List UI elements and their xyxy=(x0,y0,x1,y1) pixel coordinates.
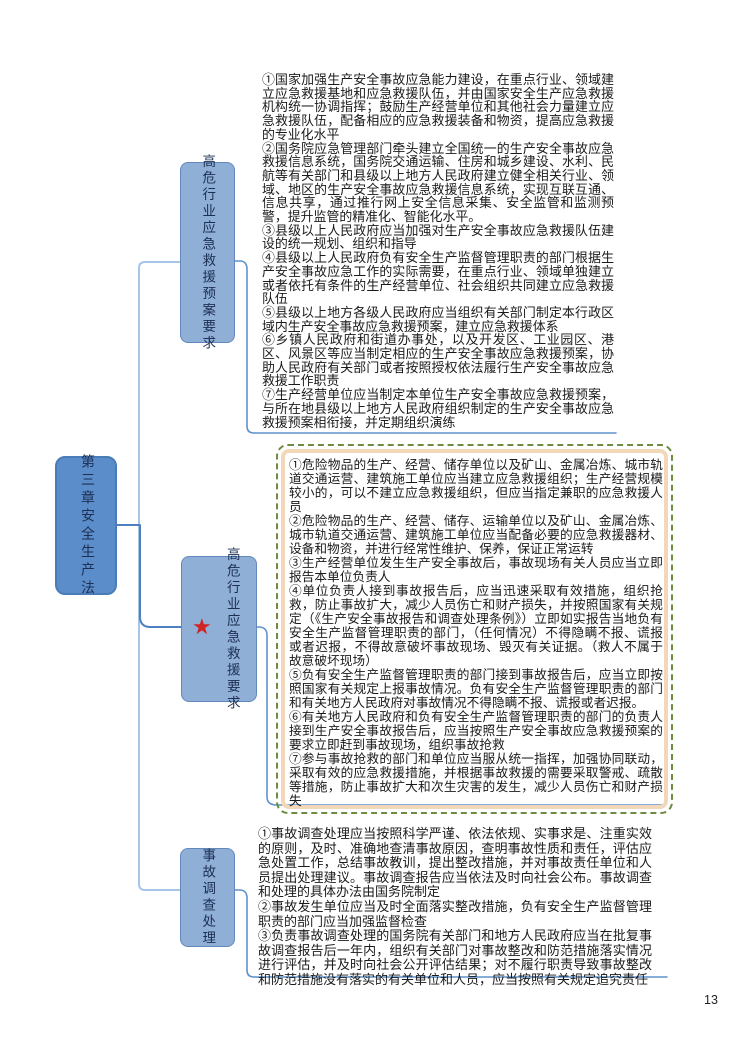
paragraph: ③县级以上人民政府应当加强对生产安全事故应急救援队伍建设的统一规划、组织和指导 xyxy=(262,223,614,252)
connector-branch2-link xyxy=(139,524,182,628)
paragraph: ②事故发生单位应当及时全面落实整改措施，负有安全生产监督管理职责的部门应当加强监… xyxy=(258,898,652,929)
paragraph: ⑤负有安全生产监督管理职责的部门接到事故报告后，应当立即按照国家有关规定上报事故… xyxy=(289,668,663,710)
paragraph: ②国务院应急管理部门牵头建立全国统一的生产安全事故应急救援信息系统，国务院交通运… xyxy=(262,141,614,225)
branch-node-emergency-rescue-plan-requirements: 高危行业应急救援预案要求 xyxy=(180,154,235,352)
branch1-label: 高危行业应急救援预案要求 xyxy=(200,153,216,352)
paragraph: ⑦生产经营单位应当制定本单位生产安全事故应急救援预案，与所在地县级以上地方人民政… xyxy=(262,388,614,430)
highlight-inner-border xyxy=(281,449,668,809)
paragraph: ①危险物品的生产、经营、储存单位以及矿山、金属冶炼、城市轨道交通运营、建筑施工单… xyxy=(289,458,663,514)
paragraph: ⑦参与事故抢救的部门和单位应当服从统一指挥，加强协同联动，采取有效的应急救援措施… xyxy=(289,752,663,808)
paragraph: ③负责事故调查处理的国务院有关部门和地方人民政府应当在批复事故调查报告后一年内，… xyxy=(258,928,652,987)
branch2-content-block: ①危险物品的生产、经营、储存单位以及矿山、金属冶炼、城市轨道交通运营、建筑施工单… xyxy=(289,458,663,808)
root-node-chapter3-work-safety-law: 第三章安全生产法 xyxy=(55,453,117,598)
page-number: 13 xyxy=(704,993,718,1007)
root-node-label: 第三章安全生产法 xyxy=(79,453,94,598)
connector-branch1-underline xyxy=(233,260,617,434)
branch2-label: 高危行业应急救援要求 xyxy=(224,546,240,712)
connector-branch3-underline xyxy=(234,889,668,978)
connector-trunk xyxy=(138,261,181,891)
branch3-label: 事故调查处理 xyxy=(200,848,216,947)
connector-branch2-underline xyxy=(256,626,665,806)
paragraph: ③生产经营单位发生生产安全事故后，事故现场有关人员应当立即报告本单位负责人 xyxy=(289,556,663,584)
paragraph: ④县级以上人民政府负有安全生产监督管理职责的部门根据生产安全事故应急工作的实际需… xyxy=(262,251,614,307)
paragraph: ④单位负责人接到事故报告后，应当迅速采取有效措施，组织抢救，防止事故扩大，减少人… xyxy=(289,584,663,668)
paragraph: ⑥乡镇人民政府和街道办事处，以及开发区、工业园区、港区、风景区等应当制定相应的生… xyxy=(262,333,614,389)
paragraph: ⑤县级以上地方各级人民政府应当组织有关部门制定本行政区域内生产安全事故应急救援预… xyxy=(262,305,614,334)
paragraph: ②危险物品的生产、经营、储存、运输单位以及矿山、金属冶炼、城市轨道交通运营、建筑… xyxy=(289,514,663,556)
branch1-content-block: ①国家加强生产安全事故应急能力建设，在重点行业、领域建立应急救援基地和应急救援队… xyxy=(262,73,614,430)
branch-node-accident-investigation-handling: 事故调查处理 xyxy=(180,848,235,947)
paragraph: ①事故调查处理应当按照科学严谨、依法依规、实事求是、注重实效的原则，及时、准确地… xyxy=(258,826,652,900)
paragraph: ①国家加强生产安全事故应急能力建设，在重点行业、领域建立应急救援基地和应急救援队… xyxy=(262,73,614,142)
branch3-content-block: ①事故调查处理应当按照科学严谨、依法依规、实事求是、注重实效的原则，及时、准确地… xyxy=(258,826,652,988)
branch-node-emergency-rescue-requirements: ★ 高危行业应急救援要求 xyxy=(181,547,257,712)
star-icon: ★ xyxy=(192,615,212,641)
paragraph: ⑥有关地方人民政府和负有安全生产监督管理职责的部门的负责人接到生产安全事故报告后… xyxy=(289,710,663,752)
highlight-dashed-box xyxy=(276,444,673,814)
